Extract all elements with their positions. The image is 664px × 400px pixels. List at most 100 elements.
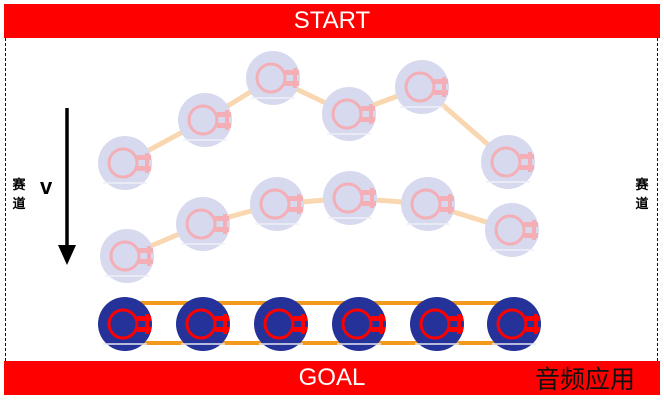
track-label-left: 赛 道 <box>11 176 27 214</box>
bottom-formation-robot-5 <box>410 297 464 351</box>
robot-connector <box>223 214 227 234</box>
robot-connector <box>225 110 229 130</box>
robot-connector <box>215 216 229 221</box>
robot-body <box>481 135 535 189</box>
robot-connector <box>147 246 151 266</box>
robot-body <box>176 197 230 251</box>
robot-ring <box>109 240 141 272</box>
robot-body <box>100 229 154 283</box>
track-label-left-char-2: 道 <box>12 197 26 212</box>
robot-ring <box>259 188 291 220</box>
robot-ring <box>490 146 522 178</box>
robot-connector <box>289 196 303 201</box>
robot-ring <box>419 308 451 340</box>
top-formation-robot-5 <box>395 60 449 114</box>
robots-layer <box>98 51 541 351</box>
robot-ring <box>331 98 363 130</box>
robot-connector <box>145 153 149 173</box>
robot-connector <box>293 316 307 321</box>
robot-ring <box>263 308 295 340</box>
robot-ring <box>404 71 436 103</box>
robot-body <box>410 297 464 351</box>
goal-banner: GOAL <box>4 361 660 395</box>
robot-connector <box>215 316 229 321</box>
robot-connector <box>526 316 540 321</box>
robot-connector <box>532 220 536 240</box>
robot-connector <box>361 106 375 111</box>
robot-connector <box>215 327 229 332</box>
robot-connector <box>528 152 532 172</box>
top-formation-robot-1 <box>98 136 152 190</box>
robot-body <box>395 60 449 114</box>
robot-ring <box>341 308 373 340</box>
robot-connector <box>370 188 374 208</box>
robot-connector <box>449 327 463 332</box>
robot-connector <box>371 327 385 332</box>
robot-body <box>487 297 541 351</box>
robot-connector <box>434 90 448 95</box>
robot-connector <box>379 314 383 334</box>
robot-connector <box>362 201 376 206</box>
robot-body <box>98 297 152 351</box>
robot-ring <box>107 147 139 179</box>
robot-connector <box>362 190 376 195</box>
robot-connector <box>137 327 151 332</box>
robot-connector <box>217 123 231 128</box>
track-label-right-char-1: 赛 <box>635 178 649 193</box>
track-right-border <box>657 38 658 361</box>
robot-connector <box>223 314 227 334</box>
track-label-left-char-1: 赛 <box>12 178 26 193</box>
track-label-right: 赛 道 <box>634 176 650 214</box>
bottom-formation-robot-3 <box>254 297 308 351</box>
robot-connector <box>457 314 461 334</box>
top-formation-robot-4 <box>322 87 376 141</box>
robot-connector <box>137 316 151 321</box>
robot-body <box>401 177 455 231</box>
robot-connector <box>524 222 538 227</box>
robot-connector <box>371 316 385 321</box>
robot-connector <box>520 154 534 159</box>
middle-formation-robot-3 <box>250 177 304 231</box>
robot-connector <box>434 79 448 84</box>
watermark-text: 音频应用 <box>535 365 636 394</box>
robot-body <box>323 171 377 225</box>
top-formation-robot-3 <box>246 51 300 105</box>
robot-connector <box>293 68 297 88</box>
robot-ring <box>187 104 219 136</box>
robot-ring <box>496 308 528 340</box>
robot-ring <box>185 308 217 340</box>
robot-connector <box>285 81 299 86</box>
robot-ring <box>410 188 442 220</box>
robot-connector <box>145 314 149 334</box>
velocity-label: v <box>40 174 53 199</box>
robot-connector <box>137 155 151 160</box>
robot-connector <box>297 194 301 214</box>
robot-ring <box>332 182 364 214</box>
robot-body <box>250 177 304 231</box>
robot-body <box>485 203 539 257</box>
top-formation-robot-2 <box>178 93 232 147</box>
velocity-arrow <box>58 108 76 265</box>
robot-body <box>322 87 376 141</box>
robot-connector <box>361 117 375 122</box>
robot-connector <box>448 194 452 214</box>
robot-connector <box>520 165 534 170</box>
robot-ring <box>107 308 139 340</box>
bottom-formation-robot-2 <box>176 297 230 351</box>
robot-body <box>332 297 386 351</box>
middle-formation-robot-2 <box>176 197 230 251</box>
robot-connector <box>442 77 446 97</box>
bottom-formation-robot-6 <box>487 297 541 351</box>
top-formation-robot-6 <box>481 135 535 189</box>
middle-formation-robot-4 <box>323 171 377 225</box>
robot-ring <box>255 62 287 94</box>
robot-body <box>178 93 232 147</box>
robot-connector <box>440 207 454 212</box>
robot-connector <box>524 233 538 238</box>
robot-connector <box>215 227 229 232</box>
track-left-border <box>5 38 6 361</box>
robot-connector <box>217 112 231 117</box>
robot-body <box>176 297 230 351</box>
